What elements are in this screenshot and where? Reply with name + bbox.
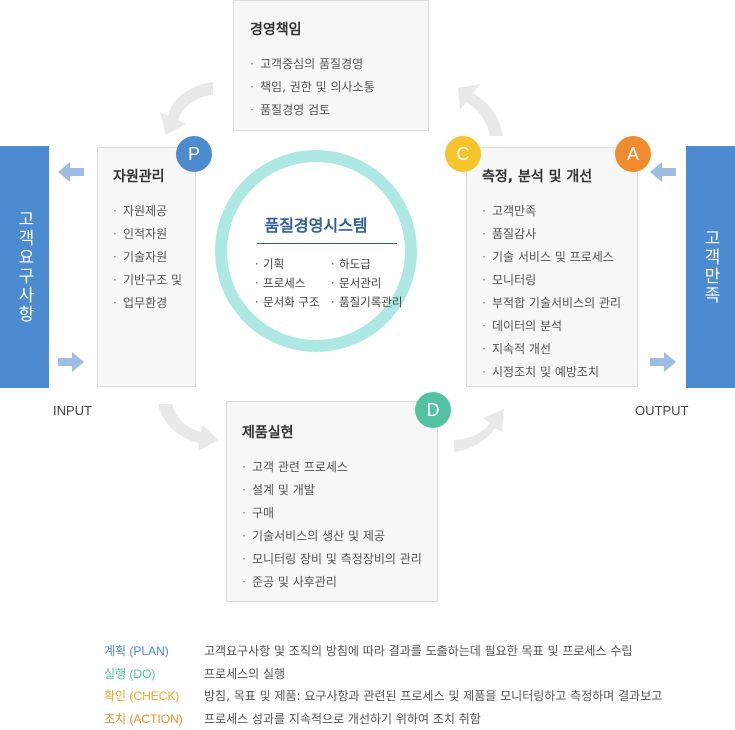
resource-box: 자원관리 자원제공 인적자원 기술자원 기반구조 및 업무환경 bbox=[97, 147, 196, 387]
list-item: 품질감사 bbox=[482, 223, 637, 246]
list-item: 부적합 기술서비스의 관리 bbox=[482, 292, 637, 315]
center-title: 품질경영시스템 bbox=[227, 212, 405, 236]
legend-key: 조치 (ACTION) bbox=[104, 708, 204, 730]
legend-text: 프로세스의 실행 bbox=[204, 663, 285, 686]
list-item: 데이터의 분석 bbox=[482, 315, 637, 338]
legend-text: 프로세스 성과를 지속적으로 개선하기 위하여 조치 취함 bbox=[204, 708, 481, 730]
list-item: 인적자원 bbox=[113, 223, 195, 246]
curved-arrow-top-left-icon bbox=[160, 82, 213, 135]
do-badge: D bbox=[415, 392, 451, 428]
arrow-right-bottom-left-icon bbox=[58, 352, 84, 372]
arrow-left-top-right-icon bbox=[650, 162, 676, 182]
input-label: INPUT bbox=[53, 403, 92, 418]
check-badge: C bbox=[445, 136, 481, 172]
measurement-box: 측정, 분석 및 개선 고객만족 품질감사 기술 서비스 및 프로세스 모니터링… bbox=[466, 147, 638, 387]
legend-key: 계획 (PLAN) bbox=[104, 640, 204, 663]
list-item: 자원제공 bbox=[113, 200, 195, 223]
center-item: 프로세스 bbox=[255, 274, 320, 293]
legend-row: 실행 (DO) 프로세스의 실행 bbox=[104, 663, 662, 686]
plan-badge: P bbox=[176, 136, 212, 172]
arrow-right-bottom-right-icon bbox=[650, 352, 676, 372]
center-divider bbox=[257, 243, 397, 244]
product-realization-box: 제품실현 고객 관련 프로세스 설계 및 개발 구매 기술서비스의 생산 및 제… bbox=[226, 401, 438, 602]
list-item: 업무환경 bbox=[113, 292, 195, 315]
list-item: 기술자원 bbox=[113, 246, 195, 269]
list-item: 고객중심의 품질경영 bbox=[250, 53, 428, 76]
quality-system-circle: 품질경영시스템 기획 프로세스 문서화 구조 하도급 문서관리 품질기록관리 bbox=[215, 150, 417, 352]
list-item: 품질경영 검토 bbox=[250, 99, 428, 122]
legend-text: 고객요구사항 및 조직의 방침에 따라 결과를 도출하는데 필요한 목표 및 프… bbox=[204, 640, 632, 663]
list-item: 기반구조 및 bbox=[113, 269, 195, 292]
list-item: 설계 및 개발 bbox=[242, 479, 437, 502]
list-item: 모니터링 장비 및 측정장비의 관리 bbox=[242, 548, 437, 571]
legend-key: 확인 (CHECK) bbox=[104, 685, 204, 708]
list-item: 준공 및 사후관리 bbox=[242, 571, 437, 594]
center-item: 하도급 bbox=[331, 255, 402, 274]
curved-arrow-bottom-right-icon bbox=[454, 409, 504, 452]
list-item: 지속적 개선 bbox=[482, 338, 637, 361]
center-item: 기획 bbox=[255, 255, 320, 274]
list-item: 구매 bbox=[242, 502, 437, 525]
management-title: 경영책임 bbox=[250, 19, 428, 39]
pdca-legend: 계획 (PLAN) 고객요구사항 및 조직의 방침에 따라 결과를 도출하는데 … bbox=[104, 640, 662, 730]
center-right-list: 하도급 문서관리 품질기록관리 bbox=[331, 255, 402, 312]
legend-row: 조치 (ACTION) 프로세스 성과를 지속적으로 개선하기 위하여 조치 취… bbox=[104, 708, 662, 730]
legend-key: 실행 (DO) bbox=[104, 663, 204, 686]
list-item: 고객 관련 프로세스 bbox=[242, 456, 437, 479]
resource-title: 자원관리 bbox=[113, 166, 195, 186]
legend-text: 방침, 목표 및 제품: 요구사항과 관련된 프로세스 및 제품을 모니터링하고… bbox=[204, 685, 662, 708]
list-item: 모니터링 bbox=[482, 269, 637, 292]
action-badge: A bbox=[615, 136, 651, 172]
curved-arrow-top-right-icon bbox=[458, 84, 503, 136]
legend-row: 확인 (CHECK) 방침, 목표 및 제품: 요구사항과 관련된 프로세스 및… bbox=[104, 685, 662, 708]
center-item: 품질기록관리 bbox=[331, 293, 402, 312]
product-realization-title: 제품실현 bbox=[242, 422, 437, 442]
legend-row: 계획 (PLAN) 고객요구사항 및 조직의 방침에 따라 결과를 도출하는데 … bbox=[104, 640, 662, 663]
center-left-list: 기획 프로세스 문서화 구조 bbox=[255, 255, 320, 312]
list-item: 고객만족 bbox=[482, 200, 637, 223]
center-item: 문서관리 bbox=[331, 274, 402, 293]
list-item: 기술서비스의 생산 및 제공 bbox=[242, 525, 437, 548]
output-label: OUTPUT bbox=[635, 403, 688, 418]
arrow-left-top-icon bbox=[58, 162, 84, 182]
management-box: 경영책임 고객중심의 품질경영 책임, 권한 및 의사소통 품질경영 검토 bbox=[233, 0, 429, 131]
list-item: 기술 서비스 및 프로세스 bbox=[482, 246, 637, 269]
list-item: 책임, 권한 및 의사소통 bbox=[250, 76, 428, 99]
center-item: 문서화 구조 bbox=[255, 293, 320, 312]
measurement-title: 측정, 분석 및 개선 bbox=[482, 166, 637, 186]
list-item: 시정조치 및 예방조치 bbox=[482, 361, 637, 384]
curved-arrow-bottom-left-icon bbox=[158, 404, 218, 451]
